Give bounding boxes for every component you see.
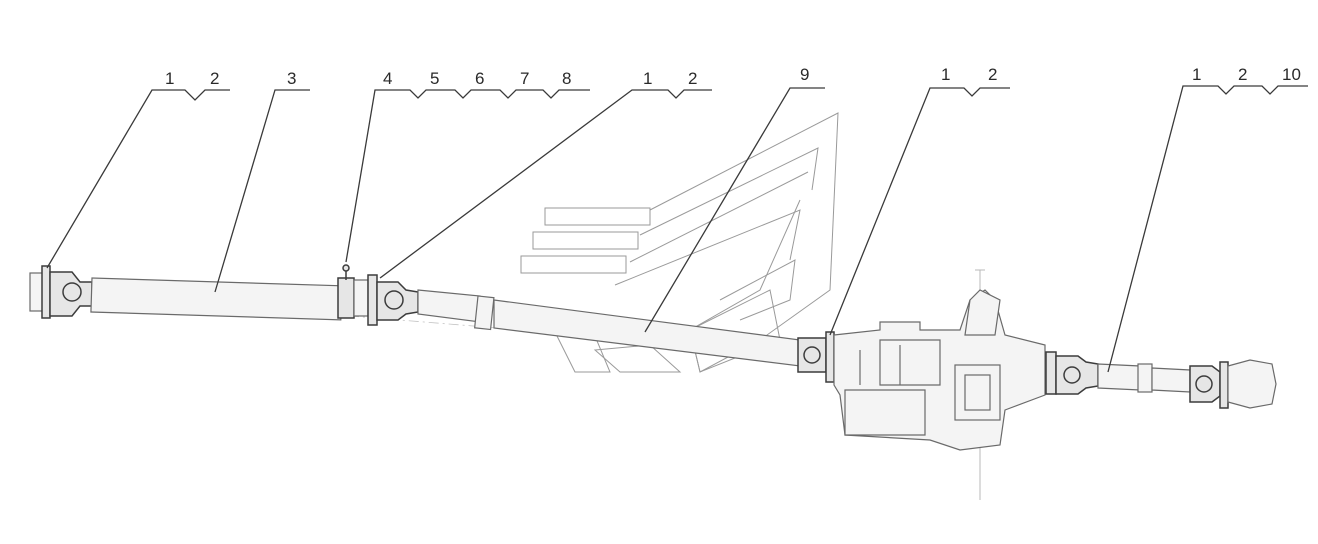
callout-group-front-yoke: 1 2 <box>46 69 230 269</box>
callout-group-shaft-tube: 3 <box>214 69 310 293</box>
callout-number: 1 <box>1192 65 1201 84</box>
callout-group-transfer-case-yoke: 1 2 <box>829 65 1010 336</box>
callout-number: 3 <box>287 69 296 88</box>
callout-number: 1 <box>941 65 950 84</box>
callout-group-support-bearing: 4 5 6 7 8 <box>345 69 590 263</box>
callout-number: 2 <box>1238 65 1247 84</box>
callout-number: 2 <box>688 69 697 88</box>
callout-number: 6 <box>475 69 484 88</box>
callout-number: 10 <box>1282 65 1301 84</box>
callout-number: 2 <box>988 65 997 84</box>
callout-number: 8 <box>562 69 571 88</box>
callout-group-intermediate-shaft: 9 <box>644 65 825 333</box>
callout-group-rear-yoke: 1 2 10 <box>1107 65 1308 373</box>
callout-number: 2 <box>210 69 219 88</box>
front-propeller-shaft <box>29 264 369 321</box>
callout-number: 5 <box>430 69 439 88</box>
callout-number: 1 <box>643 69 652 88</box>
callout-group-middle-yoke: 1 2 <box>379 69 712 279</box>
transfer-case <box>833 289 1046 451</box>
callout-number: 9 <box>800 65 809 84</box>
callout-number: 7 <box>520 69 529 88</box>
callout-number: 4 <box>383 69 392 88</box>
rear-propeller-shaft <box>1045 351 1277 409</box>
callout-number: 1 <box>165 69 174 88</box>
middle-propeller-shaft <box>367 274 835 383</box>
